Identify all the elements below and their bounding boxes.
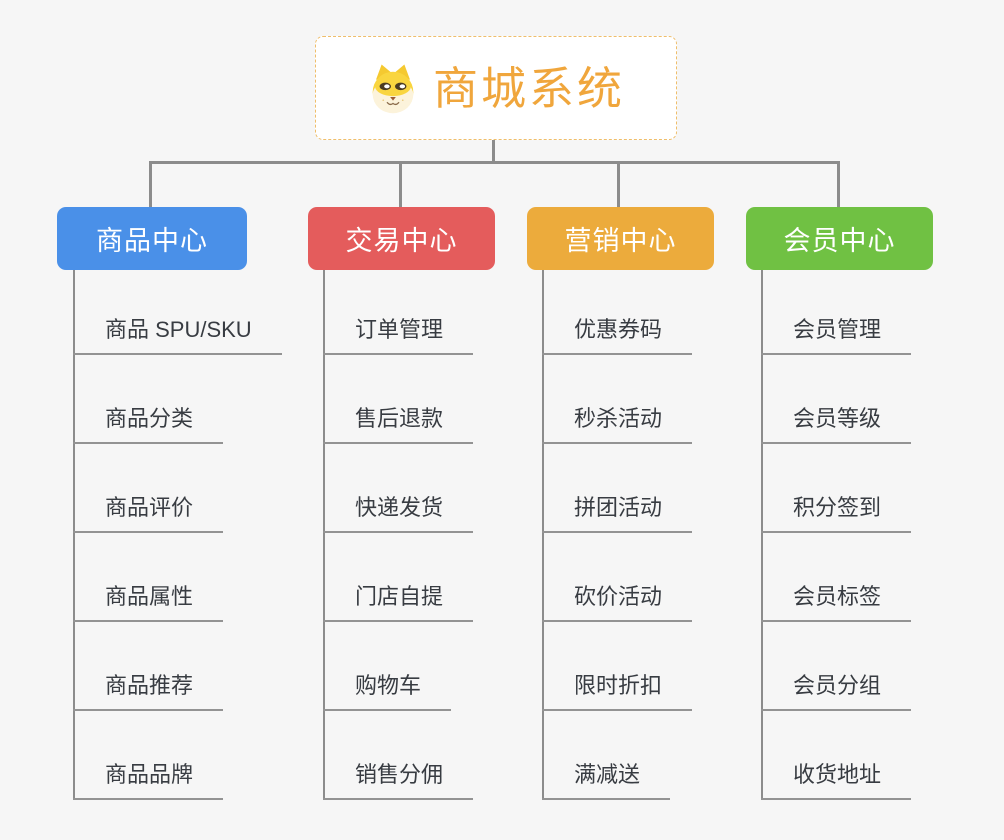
child-node[interactable]: 购物车	[323, 671, 452, 711]
child-node[interactable]: 收货地址	[761, 760, 912, 800]
connector-drop-3	[617, 161, 620, 210]
root-node[interactable]: 商城系统	[315, 36, 677, 140]
child-node[interactable]: 商品推荐	[73, 671, 224, 711]
root-title: 商城系统	[432, 62, 625, 114]
branch-node-4[interactable]: 会员中心	[746, 207, 933, 270]
connector-drop-1	[149, 161, 152, 210]
branch-label: 交易中心	[345, 226, 458, 256]
branch-label: 商品中心	[96, 226, 208, 256]
child-node[interactable]: 拼团活动	[542, 493, 693, 533]
connector-drop-2	[399, 161, 402, 210]
child-node[interactable]: 销售分佣	[323, 760, 474, 800]
connector-trunk	[73, 270, 75, 800]
branch-label: 营销中心	[564, 226, 677, 256]
child-node[interactable]: 积分签到	[761, 493, 912, 533]
child-node[interactable]: 优惠券码	[542, 315, 693, 355]
branch-label: 会员中心	[783, 226, 896, 256]
child-node[interactable]: 售后退款	[323, 404, 474, 444]
child-node[interactable]: 商品评价	[73, 493, 224, 533]
connector-trunk	[761, 270, 763, 800]
branch-node-3[interactable]: 营销中心	[527, 207, 714, 270]
child-node[interactable]: 秒杀活动	[542, 404, 693, 444]
connector-bus	[149, 161, 840, 164]
child-node[interactable]: 会员分组	[761, 671, 912, 711]
child-node[interactable]: 限时折扣	[542, 671, 693, 711]
dog-face-icon	[372, 64, 414, 114]
child-node[interactable]: 砍价活动	[542, 582, 693, 622]
connector-trunk	[323, 270, 325, 800]
connector-trunk	[542, 270, 544, 800]
connector-root-drop	[492, 140, 495, 164]
connector-drop-4	[837, 161, 840, 210]
child-node[interactable]: 会员标签	[761, 582, 912, 622]
child-node[interactable]: 会员管理	[761, 315, 912, 355]
branch-node-2[interactable]: 交易中心	[308, 207, 495, 270]
child-node[interactable]: 门店自提	[323, 582, 474, 622]
child-node[interactable]: 满减送	[542, 760, 671, 800]
branch-node-1[interactable]: 商品中心	[57, 207, 247, 270]
child-node[interactable]: 商品 SPU/SKU	[73, 315, 282, 355]
child-node[interactable]: 商品品牌	[73, 760, 224, 800]
child-node[interactable]: 商品属性	[73, 582, 224, 622]
child-node[interactable]: 会员等级	[761, 404, 912, 444]
child-node[interactable]: 商品分类	[73, 404, 224, 444]
child-node[interactable]: 订单管理	[323, 315, 474, 355]
child-node[interactable]: 快递发货	[323, 493, 474, 533]
